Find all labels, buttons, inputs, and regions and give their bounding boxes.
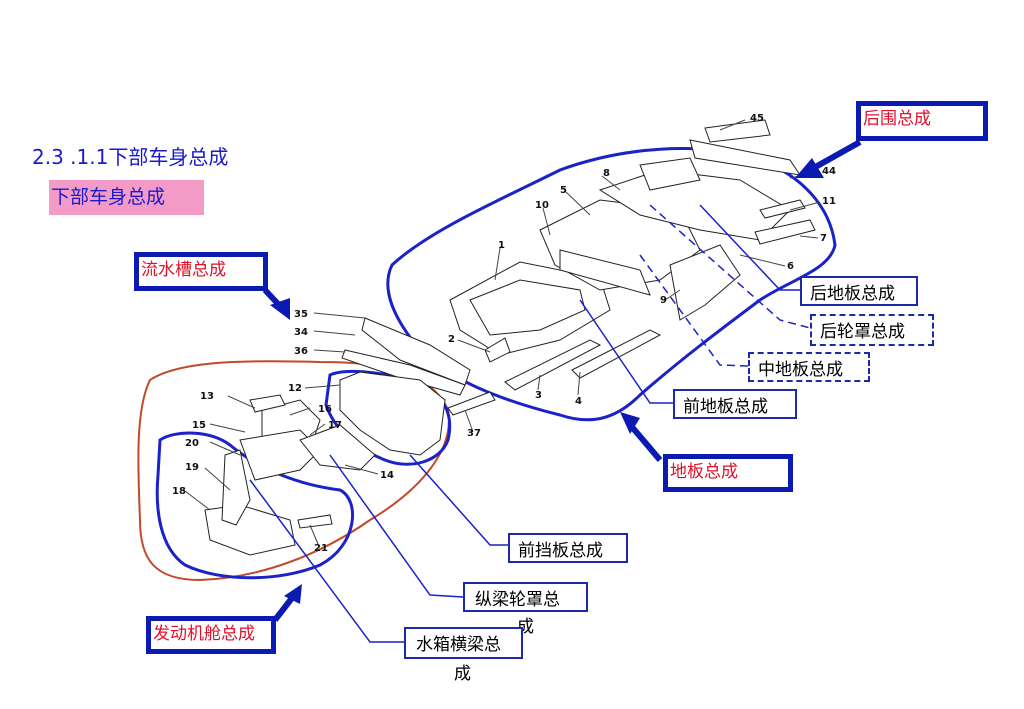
part-number: 15 — [192, 420, 206, 431]
part-leaders — [184, 119, 821, 545]
callout-engine-bay: 发动机舱总成 — [146, 616, 276, 654]
part-number: 12 — [288, 383, 302, 394]
label-front-floor: 前地板总成 — [673, 389, 797, 419]
part-number: 37 — [467, 428, 481, 439]
callout-floor: 地板总成 — [663, 454, 793, 492]
part-number: 19 — [185, 462, 199, 473]
engine-bay-parts — [204, 371, 446, 556]
label-rear-wheelhouse: 后轮罩总成 — [810, 314, 934, 346]
label-radiator-beam-line1: 水箱横梁总 — [416, 635, 501, 655]
part-number: 34 — [294, 327, 308, 338]
lower-body-badge: 下部车身总成 — [49, 180, 204, 215]
callout-rear-panel-text: 后围总成 — [863, 109, 931, 129]
part-numbers: 45 44 11 7 6 8 5 10 1 2 3 4 9 35 34 36 1… — [172, 113, 836, 554]
part-number: 44 — [822, 166, 836, 177]
connector-lines — [249, 204, 811, 643]
part-number: 16 — [318, 404, 332, 415]
part-number: 13 — [200, 391, 214, 402]
part-number: 18 — [172, 486, 186, 497]
part-number: 21 — [314, 543, 328, 554]
callout-gutter: 流水槽总成 — [134, 252, 268, 291]
lower-body-label: 下部车身总成 — [51, 186, 166, 208]
label-radiator-beam: 水箱横梁总 成 — [404, 627, 523, 684]
section-heading: 2.3 .1.1下部车身总成 — [32, 145, 229, 169]
callout-gutter-text: 流水槽总成 — [141, 260, 226, 280]
callout-arrows — [262, 139, 862, 622]
part-number: 2 — [448, 334, 455, 345]
part-number: 11 — [822, 196, 836, 207]
part-number: 7 — [820, 233, 827, 244]
callout-rear-panel: 后围总成 — [856, 101, 988, 141]
label-rail-wheelhouse: 纵梁轮罩总 成 — [463, 582, 588, 637]
engine-bay-outline — [137, 360, 450, 582]
label-rail-wheelhouse-line1: 纵梁轮罩总 — [475, 590, 560, 610]
part-number: 35 — [294, 309, 308, 320]
callout-floor-text: 地板总成 — [670, 462, 738, 482]
part-number: 10 — [535, 200, 549, 211]
gutter-parts — [341, 317, 496, 416]
label-dash-panel: 前挡板总成 — [508, 533, 628, 563]
part-number: 9 — [660, 295, 667, 306]
label-mid-floor-text: 中地板总成 — [758, 360, 843, 380]
part-number: 8 — [603, 168, 610, 179]
label-front-floor-text: 前地板总成 — [683, 397, 768, 417]
part-number: 36 — [294, 346, 308, 357]
part-number: 45 — [750, 113, 764, 124]
floor-parts — [449, 119, 816, 391]
callout-engine-bay-text: 发动机舱总成 — [153, 624, 255, 644]
part-number: 1 — [498, 240, 505, 251]
part-number: 5 — [560, 185, 567, 196]
part-number: 3 — [535, 390, 542, 401]
label-rear-floor-text: 后地板总成 — [810, 284, 895, 304]
part-number: 6 — [787, 261, 794, 272]
part-number: 17 — [328, 420, 342, 431]
label-rear-floor: 后地板总成 — [800, 276, 918, 306]
radiator-outline — [155, 431, 354, 580]
label-rear-wheelhouse-text: 后轮罩总成 — [820, 322, 905, 342]
label-mid-floor: 中地板总成 — [748, 352, 870, 382]
part-number: 20 — [185, 438, 199, 449]
label-radiator-beam-line2: 成 — [454, 664, 471, 684]
part-number: 4 — [575, 396, 582, 407]
part-number: 14 — [380, 470, 394, 481]
label-dash-panel-text: 前挡板总成 — [518, 541, 603, 561]
